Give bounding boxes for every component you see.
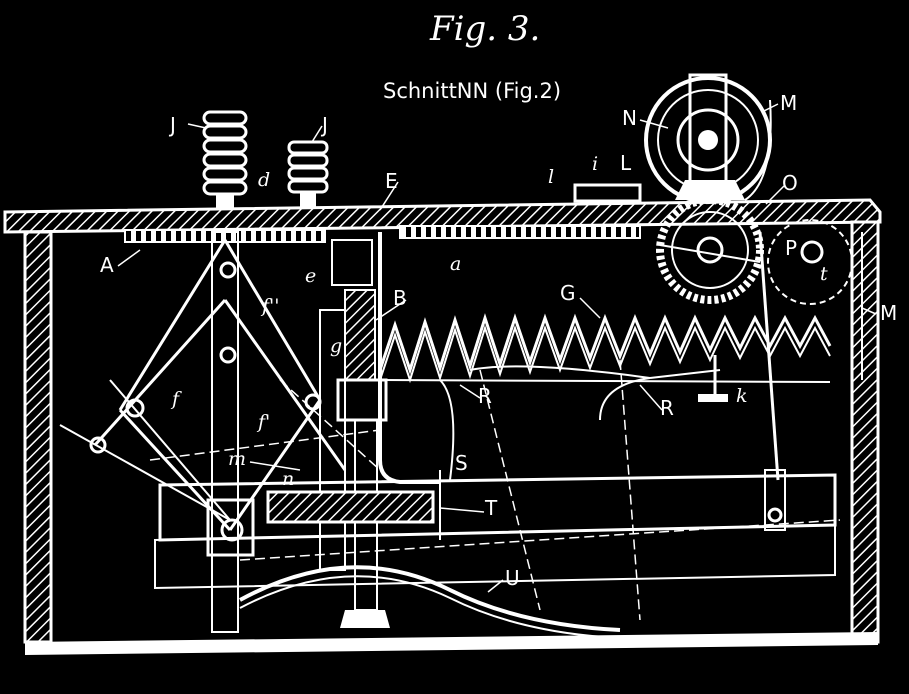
label-m-small: m — [228, 448, 246, 470]
label-l: L — [620, 151, 632, 175]
label-t-small: t — [820, 263, 828, 285]
spring-plate-r — [439, 365, 651, 481]
bellows-spring-g — [378, 313, 832, 375]
label-a-upper: A — [100, 253, 114, 277]
leaf-spring-u — [239, 565, 621, 632]
label-s: S — [455, 451, 468, 475]
label-f: f — [170, 388, 182, 410]
label-a: a — [450, 253, 461, 275]
label-m-top: M — [780, 91, 797, 115]
left-column — [211, 231, 239, 633]
wheel-p — [758, 219, 853, 531]
belt-m — [744, 99, 863, 380]
leader-lines — [117, 103, 877, 593]
label-f-double-prime: f'' — [260, 295, 279, 317]
label-i: i — [592, 153, 598, 175]
label-j-left: J — [168, 113, 176, 137]
label-o: O — [782, 171, 798, 195]
label-e-small: e — [305, 265, 316, 287]
frame — [3, 198, 882, 655]
label-l-small: l — [548, 166, 554, 188]
label-n-small: n — [282, 468, 294, 490]
label-e-upper: E — [385, 169, 398, 193]
label-g-upper: G — [560, 281, 576, 305]
label-t: T — [484, 496, 498, 520]
part-labels: A J J d E l i L N M O a P t M e B G f'' … — [100, 91, 897, 590]
label-r-left: R — [478, 384, 492, 408]
left-wall — [23, 230, 53, 644]
label-n: N — [622, 106, 637, 130]
label-f-prime: f' — [256, 411, 270, 433]
label-j-right: J — [320, 113, 328, 137]
scissor-linkage — [59, 239, 347, 557]
label-p: P — [785, 236, 797, 260]
label-k: k — [736, 385, 748, 407]
figure-subtitle: SchnittNN (Fig.2) — [383, 79, 561, 103]
label-b: B — [393, 286, 407, 310]
platform-t — [154, 470, 837, 590]
block-l — [573, 183, 642, 203]
construction-lines — [149, 359, 841, 621]
base-plate — [25, 632, 878, 655]
label-r-right: R — [660, 396, 674, 420]
spring-j-left — [202, 110, 248, 209]
label-m-right: M — [880, 301, 897, 325]
figure-title: Fig. 3. — [429, 9, 540, 49]
rack-a-right — [399, 225, 641, 239]
top-plate — [3, 198, 882, 234]
label-g-small: g — [330, 335, 342, 357]
label-u: U — [505, 566, 520, 590]
label-d: d — [258, 169, 270, 191]
spring-j-right — [287, 140, 329, 207]
pulley-n — [644, 73, 772, 204]
right-wall — [850, 220, 880, 644]
